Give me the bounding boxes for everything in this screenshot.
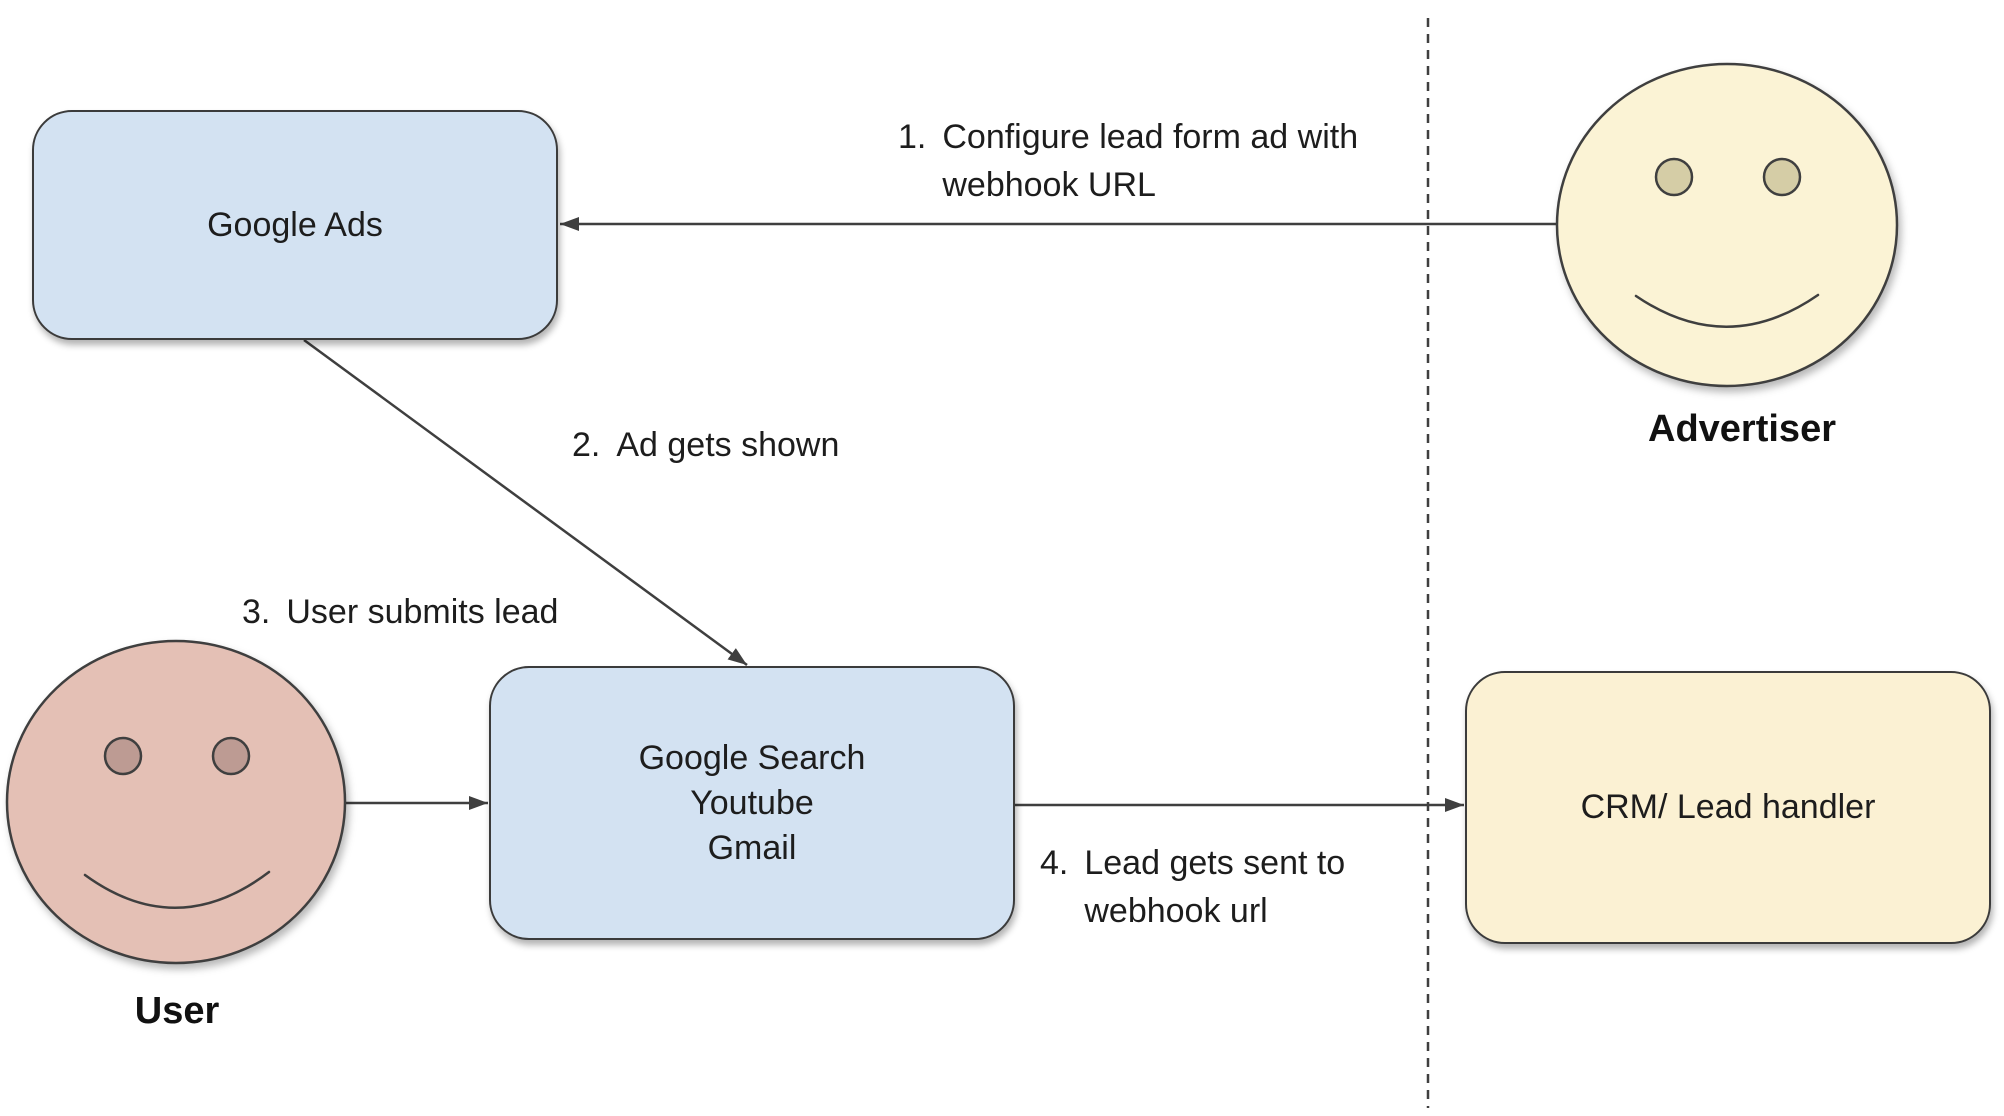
node-google-ads-label: Google Ads [207, 205, 383, 244]
step-2-label: 2. Ad gets shown [572, 421, 839, 469]
user-face-icon [5, 639, 347, 965]
user-left-eye-icon [103, 736, 143, 776]
node-crm-label: CRM/ Lead handler [1580, 788, 1876, 826]
user-right-eye-icon [211, 736, 251, 776]
advertiser-label: Advertiser [1648, 408, 1836, 450]
node-surfaces-line-3: Gmail [707, 828, 797, 867]
advertiser-smile-icon [1634, 293, 1820, 328]
step-1-number: 1. [898, 118, 927, 156]
advertiser-face-icon [1555, 62, 1899, 388]
advertiser-left-eye-icon [1654, 157, 1694, 197]
step-2-text: Ad gets shown [616, 426, 840, 464]
advertiser-avatar [1555, 62, 1899, 388]
step-3-text: User submits lead [286, 593, 559, 631]
advertiser-right-eye-icon [1762, 157, 1802, 197]
arrow-ad-gets-shown [303, 338, 748, 667]
step-2-number: 2. [572, 426, 601, 464]
step-4-number: 4. [1040, 844, 1069, 882]
node-surfaces-line-1: Google Search [638, 738, 866, 777]
user-label: User [134, 990, 220, 1032]
step-3-number: 3. [242, 593, 271, 631]
node-crm-lead-handler: CRM/ Lead handler [1465, 671, 1991, 944]
node-google-surfaces: Google Search Youtube Gmail [489, 666, 1015, 940]
user-smile-icon [83, 870, 271, 909]
step-3-label: 3. User submits lead [242, 588, 558, 636]
user-avatar [5, 639, 347, 965]
node-surfaces-line-2: Youtube [690, 783, 814, 822]
node-google-ads: Google Ads [32, 110, 558, 340]
